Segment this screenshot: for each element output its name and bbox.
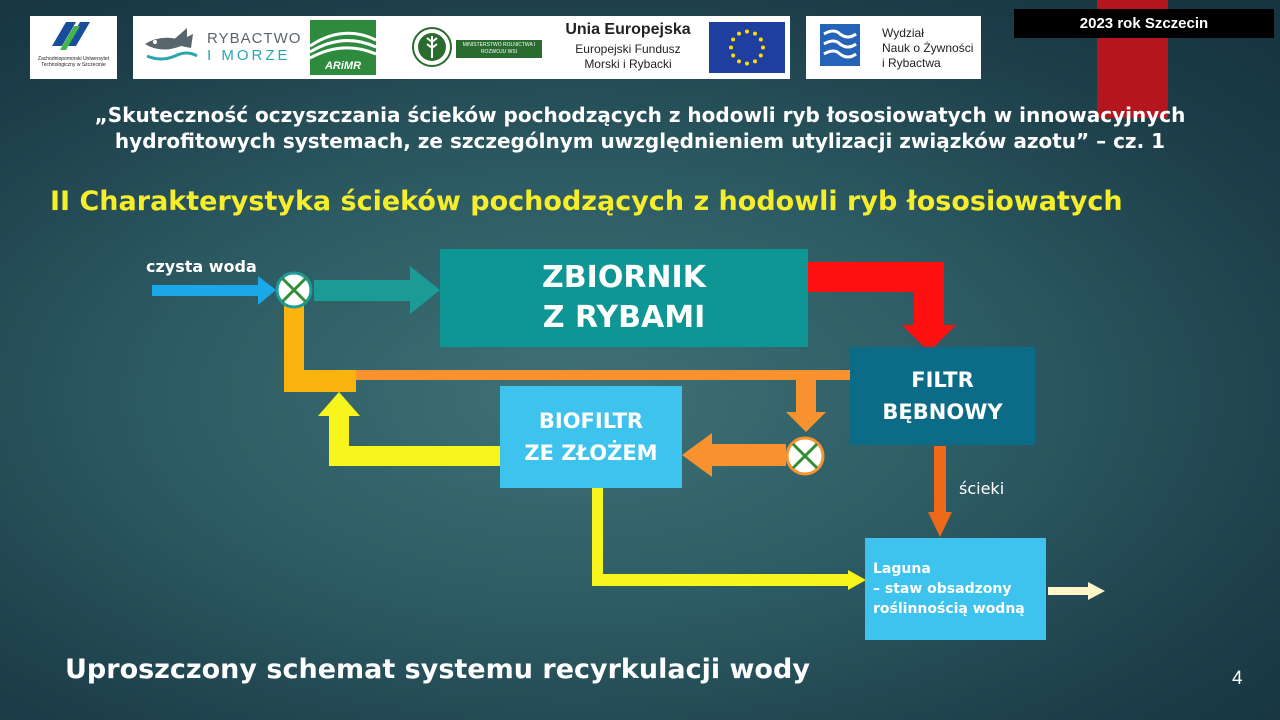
eu-star-icon [745,61,749,66]
clean-water-label: czysta woda [146,257,257,276]
yellow-return-to-mixer [318,392,501,466]
year-badge: 2023 rok Szczecin [1014,9,1274,38]
eu-star-icon [737,59,741,64]
red-arrow-to-filter [807,262,956,352]
wydzial-line3: i Rybactwa [882,56,941,70]
orange-return-line [355,370,851,432]
ue-title: Unia Europejska [565,21,691,38]
title-line-1: „Skuteczność oczyszczania ścieków pochod… [94,103,1186,127]
outflow-arrow [1048,582,1105,600]
sewage-arrow [928,446,952,537]
teal-arrow-to-tank [314,266,440,314]
eu-star-icon [729,45,733,50]
zut-logo: Zachodniopomorski Uniwersytet Technologi… [30,16,117,79]
zut-emblem-icon [52,22,90,50]
clean-water-arrow [152,276,276,305]
drum-filter-box: FILTR BĘBNOWY [850,347,1035,445]
arimr-logo: ARiMR [309,20,377,75]
sewage-label: ścieki [959,479,1005,498]
ministry-wheat-icon [412,27,452,67]
fish-tank-box: ZBIORNIK Z RYBAMI [440,249,808,347]
arimr-text: ARiMR [324,60,362,72]
eu-star-icon [758,37,763,42]
wydzial-line2: Nauk o Żywności [882,41,974,55]
section-heading: II Charakterystyka ścieków pochodzących … [50,186,1123,217]
eu-star-icon [753,59,757,64]
page-number: 4 [1232,668,1243,689]
eu-flag-icon [709,22,785,73]
ue-line2: Europejski Fundusz [575,42,681,56]
eu-star-icon [761,45,765,50]
wydzial-line1: Wydział [882,26,924,40]
fish-boat-icon [145,28,198,61]
eu-star-icon [731,53,736,58]
eu-star-icon [737,31,741,36]
mixer-node-1-icon [275,271,313,309]
ue-line3: Morski i Rybacki [584,57,672,71]
rybactwo-line1: RYBACTWO [207,30,302,47]
eu-star-icon [745,29,749,34]
rybactwo-line2: I MORZE [207,47,291,64]
amber-mixer-loop [284,306,356,392]
eu-star-icon [753,31,757,36]
presentation-title: „Skuteczność oczyszczania ścieków pochod… [40,102,1240,154]
wave-emblem-icon [820,24,860,66]
yellow-arrow-to-lagoon [592,488,866,590]
biofilter-box: BIOFILTR ZE ZŁOŻEM [500,386,682,488]
field-icon [309,31,377,60]
wydzial-logo: Wydział Nauk o Żywności i Rybactwa [806,16,981,79]
diagram-caption: Uproszczony schemat systemu recyrkulacji… [65,654,810,685]
partner-logos-strip: RYBACTWO I MORZE ARiMR MINISTERSTWO ROLN… [133,16,790,79]
lagoon-box: Laguna – staw obsadzony roślinnością wod… [865,538,1046,640]
ministry-label: MINISTERSTWO ROLNICTWA I ROZWOJU WSI [456,40,542,58]
zut-text: Zachodniopomorski Uniwersytet Technologi… [37,56,110,68]
mixer-node-2-icon [785,436,825,476]
eu-star-icon [758,53,763,58]
orange-arrow-to-biofilter [682,433,786,477]
title-line-2: hydrofitowych systemach, ze szczególnym … [114,129,1166,153]
eu-star-icon [731,37,736,42]
